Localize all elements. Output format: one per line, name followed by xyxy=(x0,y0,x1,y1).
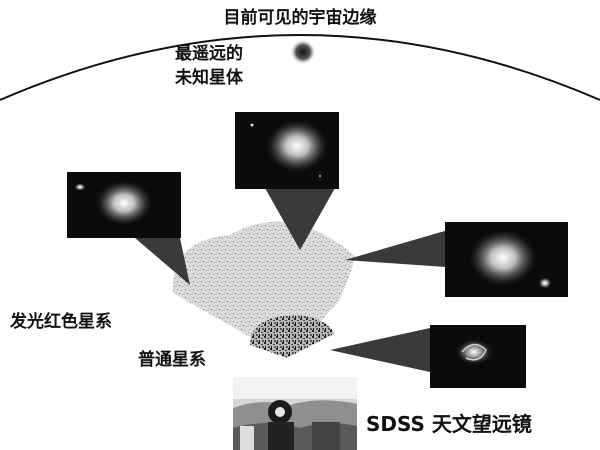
normal-galaxies-region xyxy=(250,315,334,358)
distant-objects-label: 最遥远的 未知星体 xyxy=(175,42,243,90)
diagram-title: 目前可见的宇宙边缘 xyxy=(223,8,377,28)
universe-edge-arc xyxy=(0,34,600,101)
distant-object-blob xyxy=(290,39,316,65)
telescope-label: SDSS 天文望远镜 xyxy=(366,412,532,436)
galaxy-panel-left xyxy=(67,172,181,238)
galaxy-panel-top xyxy=(235,112,339,189)
cone-top xyxy=(265,188,335,250)
cone-bottom-right xyxy=(330,328,430,372)
red-galaxies-label: 发光红色星系 xyxy=(10,312,112,332)
distant-objects-line2: 未知星体 xyxy=(175,68,243,88)
cone-left xyxy=(135,238,190,285)
telescope-photo xyxy=(233,377,357,450)
cone-right xyxy=(345,228,460,268)
galaxy-panel-spiral xyxy=(430,325,526,388)
galaxy-panel-right xyxy=(445,222,568,297)
normal-galaxies-label: 普通星系 xyxy=(138,350,206,370)
distant-objects-line1: 最遥远的 xyxy=(175,44,243,64)
